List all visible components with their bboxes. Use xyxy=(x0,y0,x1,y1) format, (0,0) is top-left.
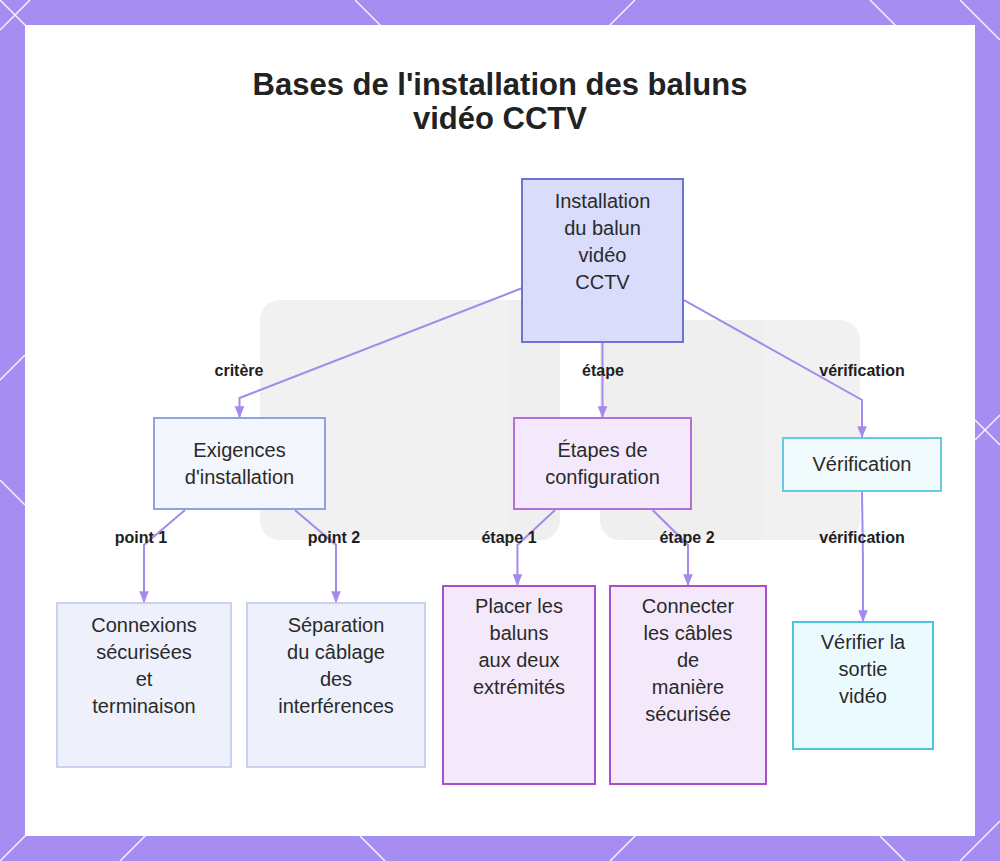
edge-label: étape xyxy=(582,362,624,380)
edge-label: vérification xyxy=(819,529,904,547)
node-text-group: Étapes de configuration xyxy=(523,437,682,491)
node-label: Vérification xyxy=(813,451,912,478)
connector xyxy=(240,289,522,417)
diagram-title: Bases de l'installation des baluns vidéo… xyxy=(220,68,780,136)
node-label: Étapes de configuration xyxy=(523,437,682,491)
node-text-group: Séparation du câblage des interférences xyxy=(274,612,398,720)
edge-label: critère xyxy=(215,362,264,380)
connector xyxy=(295,510,336,602)
edge-label: étape 1 xyxy=(481,529,536,547)
node-label: Placer les baluns aux deux extrémités xyxy=(473,593,565,701)
edge-label: point 1 xyxy=(115,529,167,547)
category-box: Vérification xyxy=(782,437,942,492)
title-text: Bases de l'installation des baluns vidéo… xyxy=(253,67,748,136)
node-label: Séparation du câblage des interférences xyxy=(274,612,398,720)
node-text-group: Placer les baluns aux deux extrémités xyxy=(473,593,565,701)
node-text-group: Vérifier la sortie vidéo xyxy=(815,629,911,710)
edge-label: étape 2 xyxy=(659,529,714,547)
edge-label: point 2 xyxy=(308,529,360,547)
root-box: Installation du balun vidéo CCTV xyxy=(521,178,684,343)
category-box: Exigences d'installation xyxy=(153,417,326,510)
connector xyxy=(862,492,863,621)
white-panel xyxy=(25,25,975,836)
category-box: Étapes de configuration xyxy=(513,417,692,510)
leaf-box: Connexions sécurisées et terminaison xyxy=(56,602,232,768)
node-label: Exigences d'installation xyxy=(161,437,318,491)
node-text-group: Connecter les câbles de manière sécurisé… xyxy=(642,593,734,728)
leaf-box: Séparation du câblage des interférences xyxy=(246,602,426,768)
connector xyxy=(517,510,555,585)
leaf-box: Vérifier la sortie vidéo xyxy=(792,621,934,750)
leaf-box: Connecter les câbles de manière sécurisé… xyxy=(609,585,767,785)
node-label: Connexions sécurisées et terminaison xyxy=(88,612,200,720)
connector xyxy=(602,343,604,417)
node-label: Installation du balun vidéo CCTV xyxy=(554,188,651,296)
edge-label: vérification xyxy=(819,362,904,380)
node-label: Vérifier la sortie vidéo xyxy=(815,629,911,710)
connector xyxy=(144,510,185,602)
connector xyxy=(653,510,688,585)
node-text-group: Exigences d'installation xyxy=(161,437,318,491)
node-text-group: Connexions sécurisées et terminaison xyxy=(88,612,200,720)
node-text-group: Installation du balun vidéo CCTV xyxy=(554,188,651,296)
node-text-group: Vérification xyxy=(813,451,912,478)
leaf-box: Placer les baluns aux deux extrémités xyxy=(442,585,596,785)
node-label: Connecter les câbles de manière sécurisé… xyxy=(642,593,734,728)
